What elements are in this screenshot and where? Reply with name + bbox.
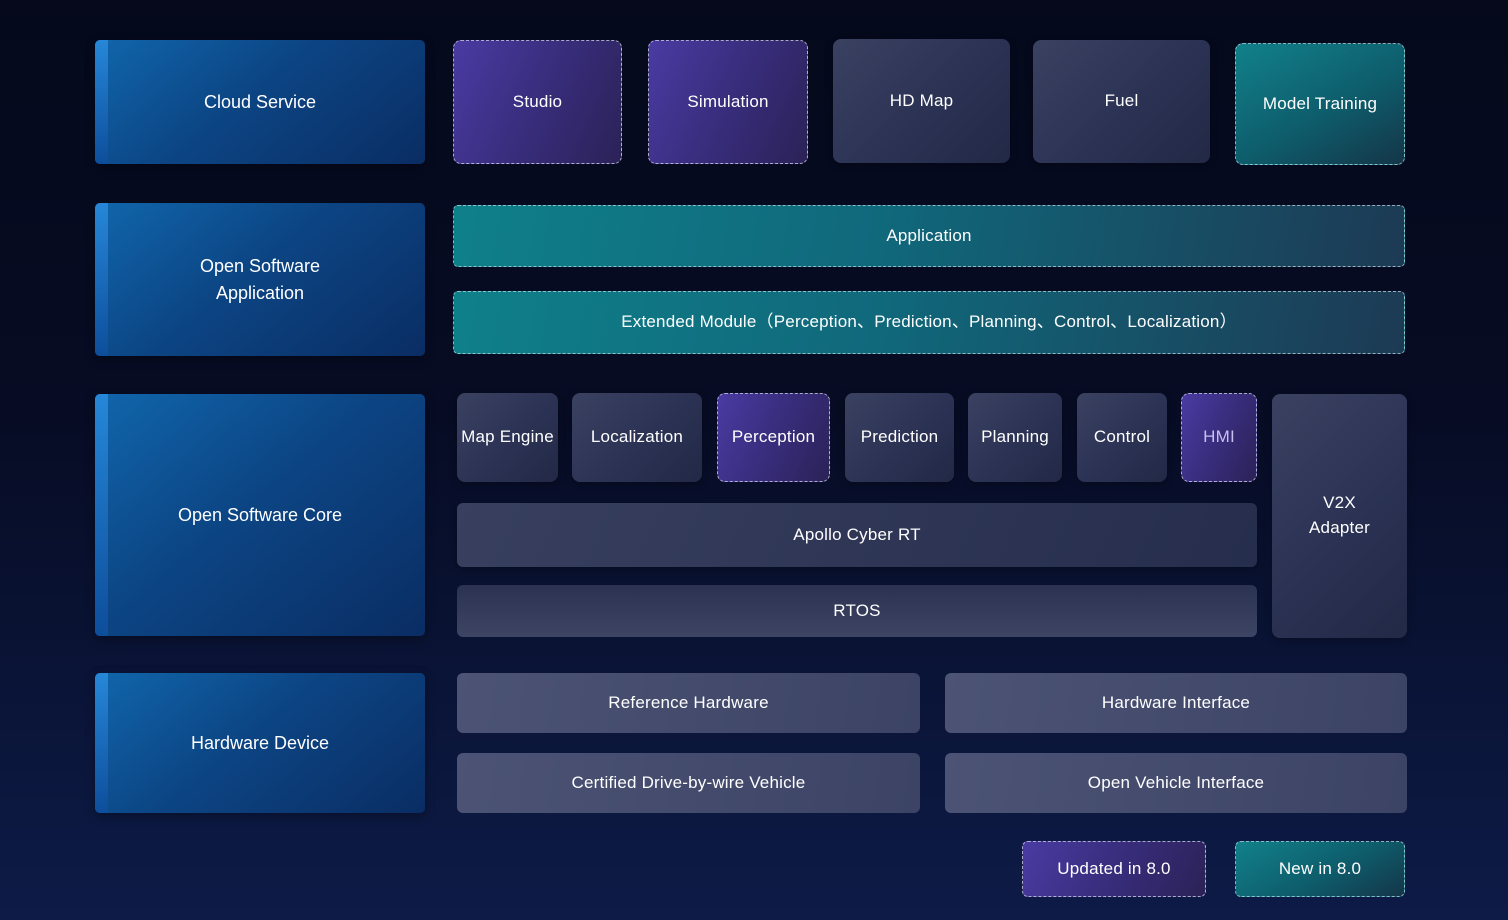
module-application: Application [453,205,1405,267]
module-rtos-label: RTOS [833,600,881,620]
module-v2x-adapter: V2X Adapter [1272,394,1407,638]
module-application-label: Application [886,225,972,245]
legend-new-label: New in 8.0 [1278,858,1362,878]
category-hardware-device: Hardware Device [95,673,425,813]
module-planning: Planning [968,393,1062,482]
module-model-training: Model Training [1235,43,1405,165]
module-hmi-label: HMI [1203,427,1235,447]
module-perception: Perception [717,393,830,482]
module-prediction: Prediction [845,393,954,482]
module-fuel: Fuel [1033,40,1210,163]
module-certified-drive-by-wire-vehicle-label: Certified Drive-by-wire Vehicle [571,772,806,792]
module-apollo-cyber-rt-label: Apollo Cyber RT [793,524,921,544]
module-hd-map: HD Map [833,39,1010,163]
module-extended-module-label: Extended Module（Perception、Prediction、Pl… [621,312,1237,332]
module-apollo-cyber-rt: Apollo Cyber RT [457,503,1257,567]
module-open-vehicle-interface-label: Open Vehicle Interface [1087,772,1265,792]
category-accent-bar [95,394,108,636]
module-map-engine: Map Engine [457,393,558,482]
module-map-engine-label: Map Engine [461,427,554,447]
module-hd-map-label: HD Map [889,90,954,110]
module-hardware-interface: Hardware Interface [945,673,1407,733]
category-accent-bar [95,203,108,356]
category-label-open-software-application: Open Software Application [199,255,321,303]
module-reference-hardware: Reference Hardware [457,673,920,733]
module-model-training-label: Model Training [1262,93,1378,113]
module-extended-module: Extended Module（Perception、Prediction、Pl… [453,291,1405,354]
legend-new-in-8-0: New in 8.0 [1235,841,1405,897]
module-studio-label: Studio [512,91,563,111]
legend-updated-label: Updated in 8.0 [1057,858,1171,878]
module-control: Control [1077,393,1167,482]
module-hmi: HMI [1181,393,1257,482]
category-label-hardware-device: Hardware Device [190,732,330,753]
module-fuel-label: Fuel [1104,91,1139,111]
module-open-vehicle-interface: Open Vehicle Interface [945,753,1407,813]
category-accent-bar [95,40,108,164]
module-localization-label: Localization [590,427,684,447]
module-perception-label: Perception [731,427,816,447]
module-simulation-label: Simulation [687,91,769,111]
module-certified-drive-by-wire-vehicle: Certified Drive-by-wire Vehicle [457,753,920,813]
module-studio: Studio [453,40,622,164]
module-hardware-interface-label: Hardware Interface [1101,692,1251,712]
category-open-software-application: Open Software Application [95,203,425,356]
module-planning-label: Planning [981,427,1049,447]
module-rtos: RTOS [457,585,1257,637]
module-reference-hardware-label: Reference Hardware [608,692,769,712]
module-localization: Localization [572,393,702,482]
category-accent-bar [95,673,108,813]
category-label-open-software-core: Open Software Core [177,504,343,525]
module-control-label: Control [1093,427,1151,447]
category-open-software-core: Open Software Core [95,394,425,636]
module-prediction-label: Prediction [860,427,939,447]
legend-updated-in-8-0: Updated in 8.0 [1022,841,1206,897]
category-cloud-service: Cloud Service [95,40,425,164]
module-simulation: Simulation [648,40,808,164]
module-v2x-adapter-label: V2X Adapter [1309,493,1370,537]
category-label-cloud-service: Cloud Service [203,91,317,112]
